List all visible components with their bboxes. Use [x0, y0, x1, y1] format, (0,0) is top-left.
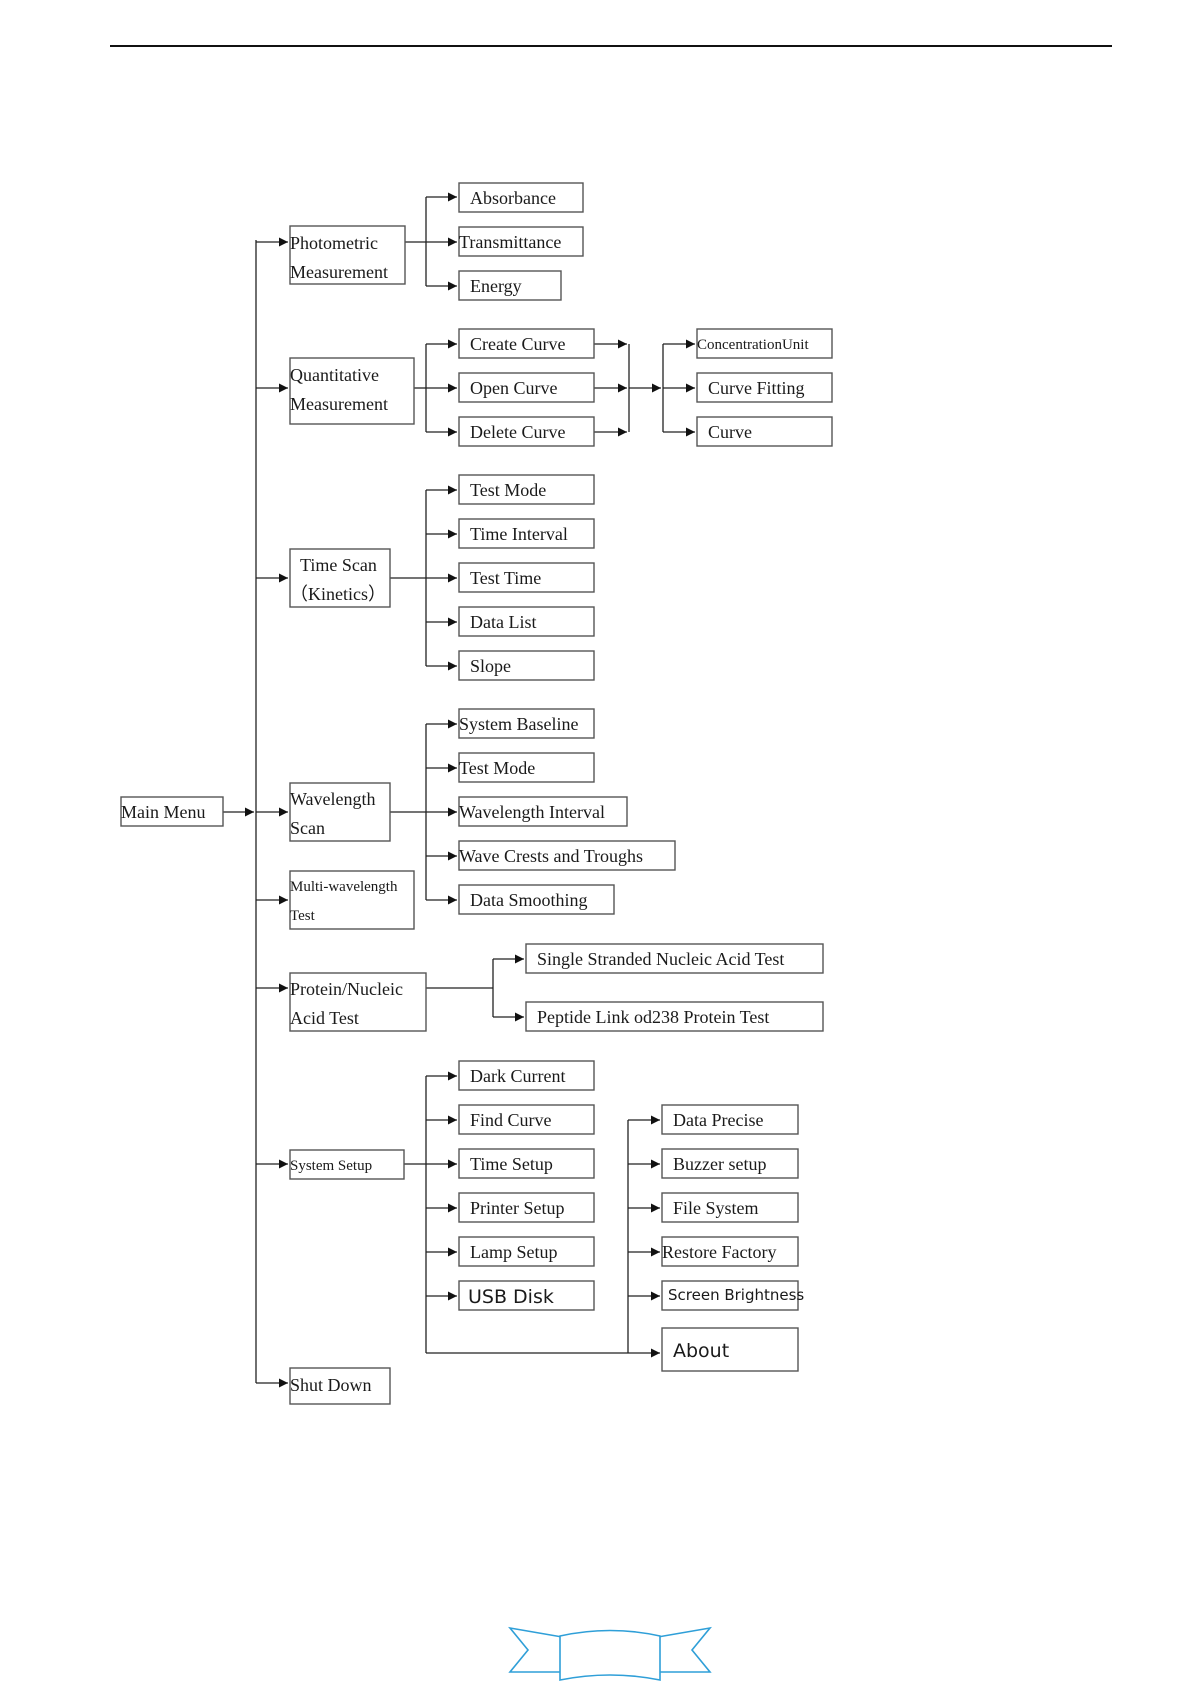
- node-data-list: Data List: [458, 606, 595, 637]
- node-wave-crests-label: Wave Crests and Troughs: [459, 846, 643, 866]
- node-time-scan-label-2: （Kinetics）: [290, 584, 386, 604]
- node-restore-factory: Restore Factory: [661, 1236, 799, 1267]
- node-shut-down: Shut Down: [289, 1367, 391, 1405]
- node-file-system-label: File System: [673, 1198, 759, 1218]
- node-protein-nucleic-label-2: Acid Test: [290, 1008, 359, 1028]
- node-wavelength-scan: Wavelength Scan: [289, 782, 391, 842]
- node-lamp-setup-label: Lamp Setup: [470, 1242, 558, 1262]
- node-printer-setup: Printer Setup: [458, 1192, 595, 1223]
- node-curve-fitting-label: Curve Fitting: [708, 378, 805, 398]
- node-lamp-setup: Lamp Setup: [458, 1236, 595, 1267]
- node-curve: Curve: [696, 416, 833, 447]
- node-peptide-link: Peptide Link od238 Protein Test: [525, 1001, 824, 1032]
- node-single-stranded: Single Stranded Nucleic Acid Test: [525, 943, 824, 974]
- node-multi-wavelength-label-2: Test: [290, 908, 316, 924]
- node-quantitative: Quantitative Measurement: [289, 357, 415, 425]
- node-delete-curve: Delete Curve: [458, 416, 595, 447]
- node-open-curve-label: Open Curve: [470, 378, 557, 398]
- node-main-menu-label: Main Menu: [121, 802, 206, 822]
- node-photometric-label-1: Photometric: [290, 233, 378, 253]
- node-create-curve-label: Create Curve: [470, 334, 565, 354]
- node-slope-label: Slope: [470, 656, 511, 676]
- node-data-smoothing-label: Data Smoothing: [470, 890, 588, 910]
- node-time-scan: Time Scan （Kinetics）: [289, 548, 391, 608]
- node-dark-current-label: Dark Current: [470, 1066, 565, 1086]
- node-protein-nucleic: Protein/Nucleic Acid Test: [289, 972, 427, 1032]
- node-find-curve: Find Curve: [458, 1104, 595, 1135]
- footer-ribbon-logo: [508, 1626, 712, 1681]
- node-ts-test-mode-label: Test Mode: [470, 480, 546, 500]
- node-transmittance: Transmittance: [458, 226, 584, 257]
- node-ws-test-mode: Test Mode: [458, 752, 595, 783]
- node-about-label: About: [673, 1340, 729, 1362]
- node-delete-curve-label: Delete Curve: [470, 422, 565, 442]
- node-concentration-unit-label: ConcentrationUnit: [697, 337, 809, 353]
- node-data-list-label: Data List: [470, 612, 536, 632]
- node-multi-wavelength-label-1: Multi-wavelength: [290, 879, 398, 895]
- node-system-setup-label: System Setup: [290, 1158, 372, 1174]
- node-slope: Slope: [458, 650, 595, 681]
- node-energy: Energy: [458, 270, 562, 301]
- node-time-interval-label: Time Interval: [470, 524, 568, 544]
- node-time-setup-label: Time Setup: [470, 1154, 553, 1174]
- node-peptide-link-label: Peptide Link od238 Protein Test: [537, 1007, 769, 1027]
- node-wavelength-scan-label-2: Scan: [290, 818, 325, 838]
- node-curve-fitting: Curve Fitting: [696, 372, 833, 403]
- node-printer-setup-label: Printer Setup: [470, 1198, 565, 1218]
- node-time-setup: Time Setup: [458, 1148, 595, 1179]
- node-screen-brightness: Screen Brightness: [661, 1280, 804, 1311]
- node-wavelength-scan-label-1: Wavelength: [290, 789, 376, 809]
- node-buzzer-setup: Buzzer setup: [661, 1148, 799, 1179]
- node-about: About: [661, 1327, 799, 1372]
- node-energy-label: Energy: [470, 276, 522, 296]
- node-data-precise: Data Precise: [661, 1104, 799, 1135]
- node-ws-test-mode-label: Test Mode: [459, 758, 535, 778]
- node-single-stranded-label: Single Stranded Nucleic Acid Test: [537, 949, 784, 969]
- node-wave-crests: Wave Crests and Troughs: [458, 840, 676, 871]
- node-time-scan-label-1: Time Scan: [300, 555, 377, 575]
- node-usb-disk-label: USB Disk: [468, 1286, 554, 1308]
- node-transmittance-label: Transmittance: [459, 232, 561, 252]
- node-test-time: Test Time: [458, 562, 595, 593]
- node-main-menu: Main Menu: [120, 796, 224, 827]
- node-multi-wavelength: Multi-wavelength Test: [289, 870, 415, 930]
- node-concentration-unit: ConcentrationUnit: [696, 328, 833, 359]
- node-screen-brightness-label: Screen Brightness: [668, 1286, 804, 1304]
- node-system-baseline: System Baseline: [458, 708, 595, 739]
- node-curve-label: Curve: [708, 422, 752, 442]
- node-ts-test-mode: Test Mode: [458, 474, 595, 505]
- node-usb-disk: USB Disk: [458, 1280, 595, 1311]
- node-absorbance-label: Absorbance: [470, 188, 556, 208]
- node-wavelength-interval: Wavelength Interval: [458, 796, 628, 827]
- node-time-interval: Time Interval: [458, 518, 595, 549]
- node-create-curve: Create Curve: [458, 328, 595, 359]
- node-shut-down-label: Shut Down: [290, 1375, 372, 1395]
- node-test-time-label: Test Time: [470, 568, 541, 588]
- node-wavelength-interval-label: Wavelength Interval: [459, 802, 605, 822]
- node-open-curve: Open Curve: [458, 372, 595, 403]
- node-data-smoothing: Data Smoothing: [458, 884, 615, 915]
- node-restore-factory-label: Restore Factory: [662, 1242, 776, 1262]
- node-system-setup: System Setup: [289, 1149, 405, 1180]
- node-photometric: Photometric Measurement: [289, 225, 406, 285]
- node-quantitative-label-1: Quantitative: [290, 365, 379, 385]
- node-dark-current: Dark Current: [458, 1060, 595, 1091]
- connector-lines: [223, 192, 695, 1388]
- node-photometric-label-2: Measurement: [290, 262, 388, 282]
- node-quantitative-label-2: Measurement: [290, 394, 388, 414]
- node-absorbance: Absorbance: [458, 182, 584, 213]
- node-file-system: File System: [661, 1192, 799, 1223]
- node-data-precise-label: Data Precise: [673, 1110, 763, 1130]
- node-find-curve-label: Find Curve: [470, 1110, 552, 1130]
- node-buzzer-setup-label: Buzzer setup: [673, 1154, 766, 1174]
- node-system-baseline-label: System Baseline: [459, 714, 579, 734]
- node-protein-nucleic-label-1: Protein/Nucleic: [290, 979, 403, 999]
